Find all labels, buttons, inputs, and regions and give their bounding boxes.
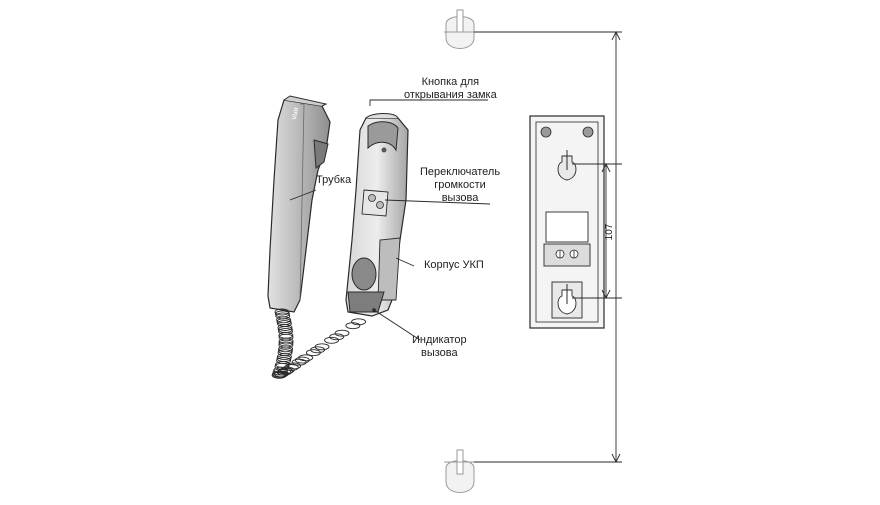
cord-coil <box>278 337 294 345</box>
leader-lines <box>289 99 491 341</box>
cord-coil <box>329 333 345 341</box>
cord-coil <box>314 343 330 351</box>
label-line: Кнопка для <box>421 76 480 88</box>
cord-coil <box>351 318 367 326</box>
label-unlock-button: Кнопка для открывания замка <box>404 76 497 102</box>
label-line: вызова <box>441 192 479 204</box>
screw-top <box>444 9 476 49</box>
brand-logo: Vizit <box>292 107 300 120</box>
cord-coil <box>277 324 293 331</box>
cord-coil <box>274 308 290 316</box>
label-volume-switch: Переключатель громкости вызова <box>420 166 500 205</box>
cord-coil <box>278 345 294 353</box>
cord-coil <box>276 316 292 324</box>
label-line: открывания замка <box>404 89 497 101</box>
screw-bottom <box>444 449 476 493</box>
cord-coil <box>278 367 294 375</box>
wall-mount-back <box>529 115 605 329</box>
label-line: Переключатель <box>420 166 501 178</box>
dimension-lines <box>474 30 622 464</box>
cord-coil <box>276 368 292 376</box>
label-line: громкости <box>434 179 486 191</box>
cord-coil <box>283 364 299 371</box>
cord-coil <box>291 358 307 366</box>
label-line: Индикатор <box>412 334 467 346</box>
label-call-indicator: Индикатор вызова <box>412 334 467 360</box>
cord-coil <box>324 336 340 344</box>
label-line: вызова <box>420 347 458 359</box>
cord-coil <box>294 356 310 364</box>
cord-coil <box>334 329 350 337</box>
cord-coil <box>276 353 292 361</box>
cord-coil <box>286 362 302 370</box>
cord-coil <box>345 322 361 330</box>
intercom-body-side <box>345 113 409 317</box>
label-body: Корпус УКП <box>424 259 484 271</box>
label-handset: Трубка <box>316 174 352 186</box>
coiled-cord <box>271 308 367 379</box>
handset: Vizit <box>267 95 331 313</box>
dimension-label: 107 <box>604 223 615 240</box>
cord-coil <box>298 354 314 362</box>
